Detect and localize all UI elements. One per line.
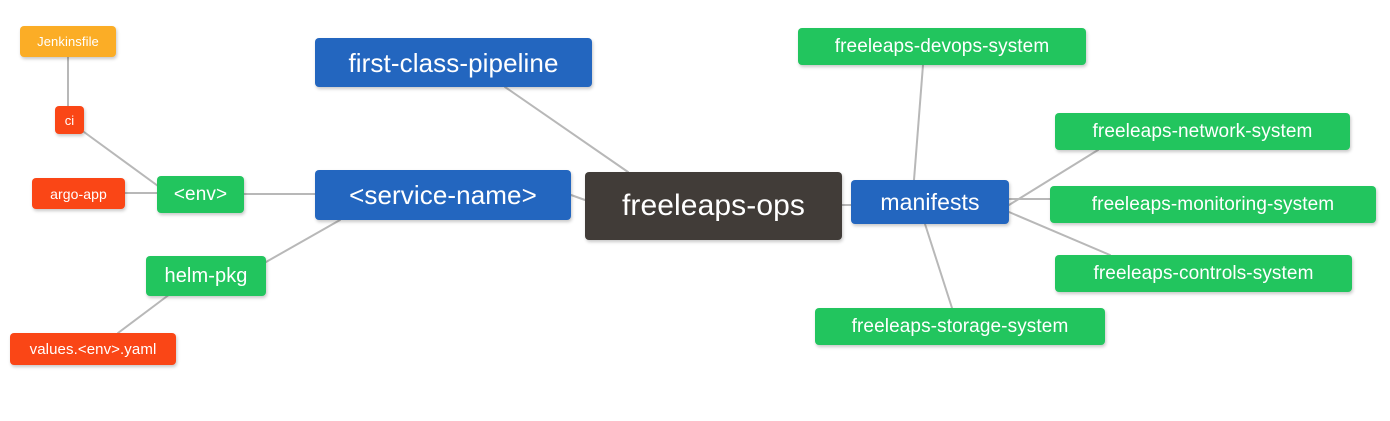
node-values-yaml[interactable]: values.<env>.yaml (10, 333, 176, 365)
node-manifests[interactable]: manifests (851, 180, 1009, 224)
edge-first-class-pipeline-to-freeleaps-ops (504, 86, 629, 173)
edge-service-name-to-freeleaps-ops (570, 194, 586, 201)
edge-service-name-to-helm-pkg (265, 219, 341, 263)
node-network-system[interactable]: freeleaps-network-system (1055, 113, 1350, 150)
node-label: freeleaps-controls-system (1093, 263, 1314, 284)
node-env[interactable]: <env> (157, 176, 244, 213)
node-helm-pkg[interactable]: helm-pkg (146, 256, 266, 296)
node-label: argo-app (50, 185, 107, 202)
node-service-name[interactable]: <service-name> (315, 170, 571, 220)
node-label: ci (64, 112, 75, 128)
node-jenkinsfile[interactable]: Jenkinsfile (20, 26, 116, 57)
node-label: freeleaps-monitoring-system (1091, 194, 1335, 215)
node-label: first-class-pipeline (348, 47, 559, 78)
node-devops-system[interactable]: freeleaps-devops-system (798, 28, 1086, 65)
node-monitoring-system[interactable]: freeleaps-monitoring-system (1050, 186, 1376, 223)
node-label: freeleaps-devops-system (834, 36, 1050, 57)
node-label: helm-pkg (164, 265, 248, 287)
node-controls-system[interactable]: freeleaps-controls-system (1055, 255, 1352, 292)
node-ci[interactable]: ci (55, 106, 84, 134)
node-storage-system[interactable]: freeleaps-storage-system (815, 308, 1105, 345)
edge-manifests-to-devops-system (913, 64, 924, 181)
node-label: <env> (173, 184, 228, 205)
node-label: values.<env>.yaml (29, 340, 157, 358)
node-label: manifests (880, 188, 980, 215)
edge-helm-pkg-to-values-yaml (117, 293, 171, 334)
node-label: Jenkinsfile (37, 34, 99, 49)
node-label: freeleaps-storage-system (851, 316, 1069, 337)
node-freeleaps-ops[interactable]: freeleaps-ops (585, 172, 842, 240)
node-argo-app[interactable]: argo-app (32, 178, 125, 209)
node-label: <service-name> (349, 180, 537, 210)
edge-manifests-to-storage-system (924, 223, 953, 309)
node-label: freeleaps-network-system (1092, 121, 1313, 142)
node-first-class-pipeline[interactable]: first-class-pipeline (315, 38, 592, 87)
node-label: freeleaps-ops (621, 189, 806, 222)
